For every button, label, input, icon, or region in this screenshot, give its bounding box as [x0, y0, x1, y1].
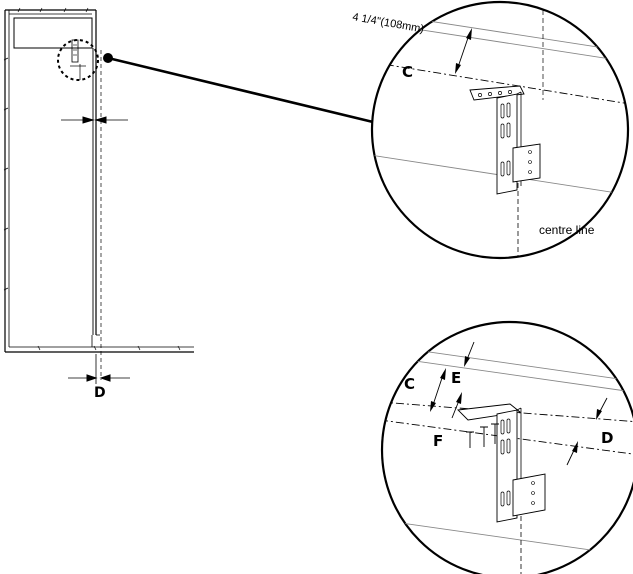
- cabinet-elevation: [3, 7, 194, 380]
- dimension-label: 4 1/4"(108mm): [351, 11, 424, 35]
- centre-line-label: centre line: [539, 223, 595, 237]
- label-f-bottom: F: [433, 432, 443, 450]
- left-dimension-d: [68, 354, 130, 384]
- top-detail: 4 1/4"(108mm) C centre line: [351, 0, 630, 260]
- detail-callout-circle: [57, 39, 99, 81]
- label-c-bottom: C: [404, 375, 415, 393]
- label-d-left: D: [94, 385, 106, 401]
- label-e-bottom: E: [451, 369, 461, 387]
- left-dimension-upper: [61, 116, 128, 124]
- bottom-detail: C E F D: [380, 320, 633, 574]
- label-d-bottom: D: [601, 429, 613, 447]
- leader-dot: [103, 53, 113, 63]
- leader-line: [107, 56, 374, 124]
- label-c-top: C: [402, 63, 413, 81]
